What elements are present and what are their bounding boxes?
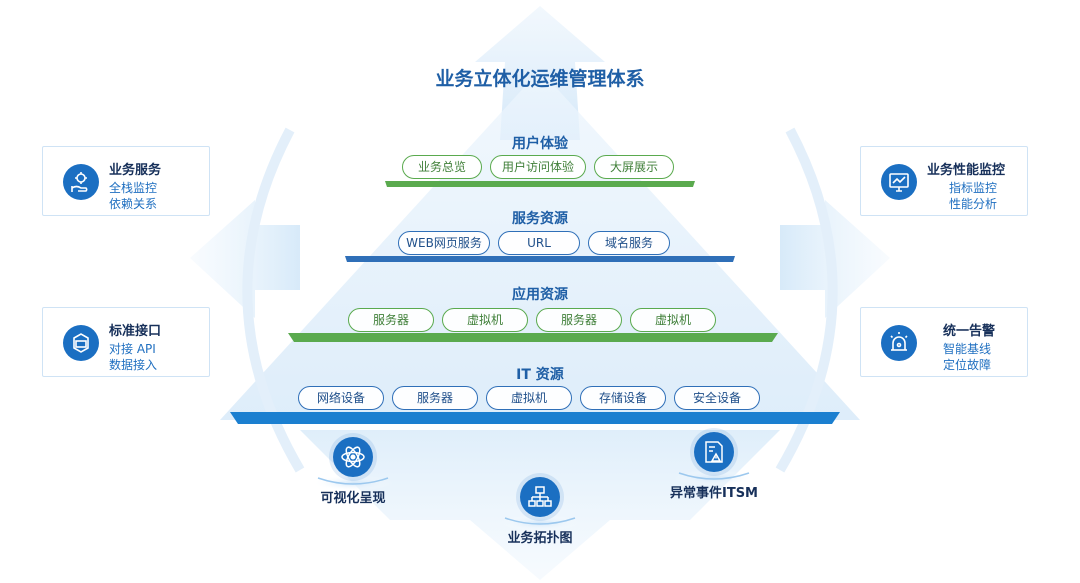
- pill-vm-app-1: 虚拟机: [442, 308, 528, 332]
- glow-visual: [313, 475, 393, 491]
- card-unified-alert-title: 统一告警: [943, 324, 996, 339]
- pill-url: URL: [498, 231, 580, 255]
- hand-gear-icon: [63, 164, 99, 200]
- main-title: 业务立体化运维管理体系: [435, 68, 645, 90]
- right-arc: [775, 127, 838, 473]
- card-business-service-line2: 依赖关系: [109, 197, 158, 211]
- card-standard-interface-line1: 对接 API: [109, 342, 156, 356]
- bottom-topology: 业务拓扑图: [460, 477, 620, 546]
- pill-server-it: 服务器: [392, 386, 478, 410]
- card-standard-interface-line2: 数据接入: [109, 358, 158, 372]
- pill-user-access-experience: 用户访问体验: [490, 155, 586, 179]
- tier-service-resources-items: WEB网页服务 URL 域名服务: [398, 231, 670, 255]
- card-business-service-line1: 全栈监控: [109, 181, 158, 195]
- card-business-performance: 业务性能监控 指标监控 性能分析: [860, 146, 1028, 216]
- tier-title-application-resources: 应用资源: [512, 287, 568, 303]
- tier-title-user-experience: 用户体验: [512, 136, 568, 152]
- bottom-visualization: 可视化呈现: [273, 437, 433, 506]
- card-business-performance-title: 业务性能监控: [927, 163, 1006, 178]
- tier-application-resources-items: 服务器 虚拟机 服务器 虚拟机: [348, 308, 716, 332]
- bottom-itsm-label: 异常事件ITSM: [669, 486, 758, 501]
- card-standard-interface: 标准接口 对接 API 数据接入: [42, 307, 210, 377]
- card-unified-alert: 统一告警 智能基线 定位故障: [860, 307, 1028, 377]
- tier2-base-line: [345, 256, 735, 262]
- tier-title-service-resources: 服务资源: [512, 211, 568, 227]
- pill-vm-app-2: 虚拟机: [630, 308, 716, 332]
- tier4-base-line: [230, 412, 840, 424]
- monitor-chart-icon: [881, 164, 917, 200]
- alarm-light-icon: [881, 325, 917, 361]
- tier-it-resources-items: 网络设备 服务器 虚拟机 存储设备 安全设备: [298, 386, 760, 410]
- card-business-service: 业务服务 全栈监控 依赖关系: [42, 146, 210, 216]
- pill-web-service: WEB网页服务: [398, 231, 490, 255]
- pill-security-device: 安全设备: [674, 386, 760, 410]
- glow-itsm: [674, 470, 754, 486]
- bottom-visualization-label: 可视化呈现: [320, 491, 386, 506]
- left-arc: [242, 127, 305, 473]
- tier3-base-line: [288, 333, 778, 342]
- tier-user-experience-items: 业务总览 用户访问体验 大屏展示: [402, 155, 674, 179]
- card-business-performance-line2: 性能分析: [949, 197, 998, 211]
- tier-title-it-resources: IT 资源: [516, 367, 564, 383]
- pill-business-overview: 业务总览: [402, 155, 482, 179]
- pill-server-app-1: 服务器: [348, 308, 434, 332]
- card-standard-interface-title: 标准接口: [109, 324, 162, 339]
- bottom-itsm: 异常事件ITSM: [634, 432, 794, 501]
- tier1-base-line: [385, 181, 695, 187]
- bottom-topology-label: 业务拓扑图: [507, 531, 573, 546]
- network-topology-icon: [520, 477, 560, 517]
- atom-icon: [333, 437, 373, 477]
- api-box-icon: [63, 325, 99, 361]
- card-business-performance-line1: 指标监控: [949, 181, 998, 195]
- pill-vm-it: 虚拟机: [486, 386, 572, 410]
- card-unified-alert-line1: 智能基线: [943, 342, 992, 356]
- pill-server-app-2: 服务器: [536, 308, 622, 332]
- warning-document-icon: [694, 432, 734, 472]
- pill-network-device: 网络设备: [298, 386, 384, 410]
- card-business-service-title: 业务服务: [109, 163, 162, 178]
- pill-domain-service: 域名服务: [588, 231, 670, 255]
- pill-big-screen-display: 大屏展示: [594, 155, 674, 179]
- glow-topology: [500, 515, 580, 531]
- pill-storage-device: 存储设备: [580, 386, 666, 410]
- card-unified-alert-line2: 定位故障: [943, 358, 992, 372]
